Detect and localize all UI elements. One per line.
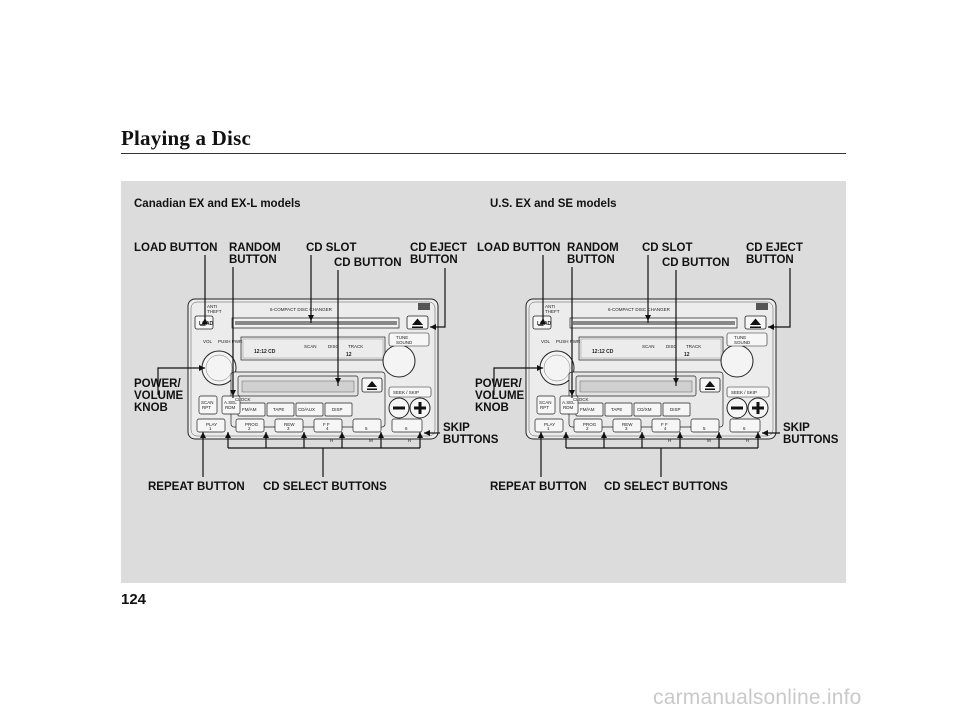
svg-text:4: 4 xyxy=(664,426,667,431)
svg-text:3: 3 xyxy=(287,426,290,431)
svg-text:R: R xyxy=(746,438,750,443)
svg-text:6: 6 xyxy=(405,426,408,431)
right-cd-eject-label: CD EJECT BUTTON xyxy=(746,242,803,266)
left-track-text: 12 xyxy=(346,352,352,358)
svg-text:THEFT: THEFT xyxy=(207,309,222,314)
left-unit-header: 6-COMPACT DISC CHANGER xyxy=(270,307,333,312)
left-random-button-label: RANDOM BUTTON xyxy=(229,242,281,266)
svg-text:FM/AM: FM/AM xyxy=(580,407,595,412)
svg-text:R: R xyxy=(408,438,412,443)
svg-text:ANTI: ANTI xyxy=(207,304,217,309)
svg-text:SEEK / SKIP: SEEK / SKIP xyxy=(731,390,757,395)
left-cd-slot-label: CD SLOT xyxy=(306,242,357,254)
left-mode-button-text: CD/AUX xyxy=(298,407,315,412)
svg-text:SCAN: SCAN xyxy=(539,400,552,405)
right-load-button-label: LOAD BUTTON xyxy=(477,242,561,254)
right-display-text: 12:12 CD xyxy=(592,349,614,355)
right-cd-slot-label: CD SLOT xyxy=(642,242,693,254)
svg-text:REW: REW xyxy=(622,422,633,427)
svg-text:3: 3 xyxy=(625,426,628,431)
svg-text:TRACK: TRACK xyxy=(348,344,363,349)
svg-text:VOL: VOL xyxy=(541,339,551,344)
page-title: Playing a Disc xyxy=(121,126,251,150)
svg-text:2: 2 xyxy=(586,426,589,431)
svg-text:F F: F F xyxy=(323,422,330,427)
svg-text:DISC: DISC xyxy=(666,344,678,349)
svg-text:SCAN: SCAN xyxy=(642,344,655,349)
right-cd-button-label: CD BUTTON xyxy=(662,257,730,269)
right-track-text: 12 xyxy=(684,352,690,358)
svg-text:DISP: DISP xyxy=(332,407,343,412)
right-cd-select-label: CD SELECT BUTTONS xyxy=(604,481,728,493)
left-cd-eject-label: CD EJECT BUTTON xyxy=(410,242,467,266)
svg-text:H: H xyxy=(330,438,333,443)
svg-text:PROG: PROG xyxy=(245,422,259,427)
left-skip-buttons-label: SKIP BUTTONS xyxy=(443,422,499,446)
page-number: 124 xyxy=(121,591,147,608)
svg-text:RDM: RDM xyxy=(225,405,235,410)
svg-text:CLOCK: CLOCK xyxy=(235,397,251,402)
svg-text:A.SEL: A.SEL xyxy=(562,400,575,405)
svg-text:1: 1 xyxy=(547,426,550,431)
svg-text:4: 4 xyxy=(326,426,329,431)
svg-text:RDM: RDM xyxy=(563,405,573,410)
right-subtitle: U.S. EX and SE models xyxy=(490,198,617,210)
right-unit-header: 6-COMPACT DISC CHANGER xyxy=(608,307,671,312)
right-repeat-button-label: REPEAT BUTTON xyxy=(490,481,587,493)
svg-text:F F: F F xyxy=(661,422,668,427)
svg-text:REW: REW xyxy=(284,422,295,427)
svg-text:TUNE: TUNE xyxy=(734,335,746,340)
svg-text:5: 5 xyxy=(703,426,706,431)
svg-text:PROG: PROG xyxy=(583,422,597,427)
svg-text:PUSH PWR: PUSH PWR xyxy=(556,339,581,344)
right-skip-buttons-label: SKIP BUTTONS xyxy=(783,422,839,446)
left-subtitle: Canadian EX and EX-L models xyxy=(134,198,301,210)
svg-text:M: M xyxy=(369,438,373,443)
left-repeat-button-label: REPEAT BUTTON xyxy=(148,481,245,493)
svg-text:SEEK / SKIP: SEEK / SKIP xyxy=(393,390,419,395)
svg-text:THEFT: THEFT xyxy=(545,309,560,314)
svg-text:DISP: DISP xyxy=(670,407,681,412)
watermark: carmanualsonline.info xyxy=(653,686,862,709)
svg-text:6: 6 xyxy=(743,426,746,431)
svg-text:SOUND: SOUND xyxy=(396,340,413,345)
left-power-knob-label: POWER/ VOLUME KNOB xyxy=(134,378,184,414)
svg-text:H: H xyxy=(668,438,671,443)
svg-text:SOUND: SOUND xyxy=(734,340,751,345)
left-display-text: 12:12 CD xyxy=(254,349,276,355)
left-cd-select-label: CD SELECT BUTTONS xyxy=(263,481,387,493)
svg-text:5: 5 xyxy=(365,426,368,431)
svg-text:1: 1 xyxy=(209,426,212,431)
svg-text:DISC: DISC xyxy=(328,344,340,349)
svg-text:TRACK: TRACK xyxy=(686,344,701,349)
svg-text:RPT: RPT xyxy=(202,405,211,410)
svg-text:CLOCK: CLOCK xyxy=(573,397,589,402)
svg-text:TAPE: TAPE xyxy=(273,407,284,412)
svg-text:SCAN: SCAN xyxy=(201,400,214,405)
right-mode-button-text: CD/XM xyxy=(637,407,652,412)
svg-text:PUSH PWR: PUSH PWR xyxy=(218,339,243,344)
left-cd-button-label: CD BUTTON xyxy=(334,257,402,269)
svg-text:RPT: RPT xyxy=(540,405,549,410)
svg-text:FM/AM: FM/AM xyxy=(242,407,257,412)
svg-text:TUNE: TUNE xyxy=(396,335,408,340)
svg-text:TAPE: TAPE xyxy=(611,407,622,412)
svg-text:A.SEL: A.SEL xyxy=(224,400,237,405)
left-load-button-label: LOAD BUTTON xyxy=(134,242,218,254)
svg-text:PLAY: PLAY xyxy=(206,422,217,427)
right-random-button-label: RANDOM BUTTON xyxy=(567,242,619,266)
svg-text:PLAY: PLAY xyxy=(544,422,555,427)
title-rule xyxy=(121,153,846,154)
svg-text:ANTI: ANTI xyxy=(545,304,555,309)
svg-text:2: 2 xyxy=(248,426,251,431)
svg-text:SCAN: SCAN xyxy=(304,344,317,349)
svg-text:M: M xyxy=(707,438,711,443)
right-power-knob-label: POWER/ VOLUME KNOB xyxy=(475,378,525,414)
svg-text:VOL: VOL xyxy=(203,339,213,344)
